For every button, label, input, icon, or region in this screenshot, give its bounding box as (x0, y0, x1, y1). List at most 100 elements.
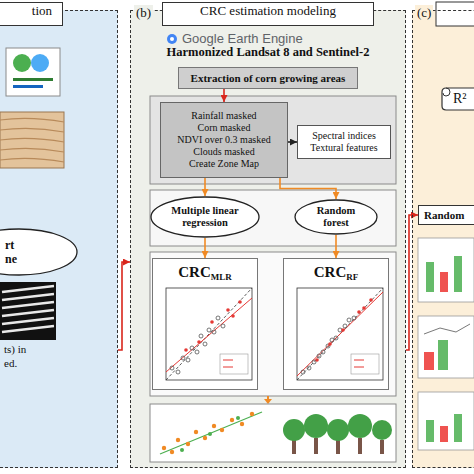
flow-connector (288, 141, 297, 143)
graphic-part (203, 342, 207, 346)
grouping-boxes (150, 96, 396, 396)
scatter-plot (166, 288, 252, 380)
graphic-part (166, 288, 252, 380)
graphic-part (220, 354, 248, 374)
note-text: ed. (4, 357, 17, 370)
graphic-part (334, 336, 338, 340)
graphic-part (197, 340, 201, 344)
graphic-part (162, 446, 166, 450)
graphic-part (341, 328, 345, 332)
graphic-part (186, 358, 190, 362)
logo-icon (6, 48, 60, 96)
panel-heading: CRC estimation modeling (162, 2, 374, 26)
graphic-part (152, 258, 258, 390)
graphic-part (304, 414, 328, 438)
graphic-part (31, 54, 49, 72)
graphic-part (426, 420, 434, 442)
graphic-part (315, 298, 373, 362)
box-label: Corn masked (197, 122, 250, 134)
box-label: R² (453, 90, 467, 107)
plot-subscript: RF (346, 272, 358, 283)
graphic-part (327, 419, 349, 441)
plot-panel: CRCRF (283, 258, 389, 390)
graphic-part (454, 256, 462, 292)
graphic-part (2, 286, 54, 332)
model-illustration (150, 404, 396, 462)
graphic-part (190, 346, 194, 350)
graphic-part (184, 300, 242, 352)
graphic-part (283, 414, 392, 441)
graphic-part (180, 448, 184, 452)
panel-letter: (c) (415, 5, 433, 21)
graphic-part (208, 432, 212, 436)
graphic-part (0, 118, 64, 162)
graphic-part (194, 430, 198, 434)
panel-region: (c)R²Random (412, 10, 474, 468)
box-label: Create Zone Map (189, 158, 259, 170)
graphic-part (150, 190, 396, 246)
graphic-part (380, 440, 384, 454)
graphic-part (418, 316, 474, 378)
graphic-part (216, 316, 220, 320)
graphic-part (150, 252, 396, 396)
box-label: Spectral indices Textural features (304, 130, 384, 154)
box-label: Clouds masked (193, 146, 254, 158)
graphic-part (436, 2, 474, 26)
graphic-part (170, 37, 174, 41)
box-label: Extraction of corn growing areas (191, 71, 346, 85)
google-mark (167, 34, 177, 44)
graphic-part (351, 354, 379, 374)
graphic-part (412, 10, 474, 468)
plot-title: CRC (178, 263, 211, 281)
scatter-plot (297, 288, 383, 380)
graphic-part (426, 262, 434, 292)
graphic-part (307, 366, 311, 370)
method-ellipse: rt ne (0, 228, 78, 276)
box-label: Rainfall masked (191, 110, 256, 122)
graphic-part (13, 54, 31, 72)
graphic-part (203, 436, 207, 440)
graphic-part (314, 438, 318, 454)
graphic-part (240, 422, 244, 426)
graphic-part (166, 288, 252, 380)
graphic-part (176, 438, 180, 442)
graphic-part (301, 370, 305, 374)
plot-subscript: MLR (211, 272, 232, 283)
graphic-part (236, 416, 240, 420)
graphic-part (181, 356, 185, 360)
graphic-part (212, 424, 216, 428)
graphic-part (0, 112, 64, 168)
graphic-part (195, 350, 199, 354)
graphic-part (297, 288, 383, 380)
scroll-curl (443, 88, 450, 96)
graphic-part (231, 314, 235, 318)
graphic-part (336, 440, 340, 454)
ellipse-shape (0, 229, 77, 275)
flow-connector (204, 178, 206, 196)
graphic-part (438, 340, 448, 370)
graphic-part (230, 418, 234, 422)
plot-title: CRC (314, 263, 347, 281)
result-charts (418, 238, 474, 450)
graphic-part (369, 298, 373, 302)
graphic-part (162, 412, 254, 454)
graphic-part (130, 10, 406, 468)
graphic-part (150, 404, 396, 462)
box-label: Random forest (310, 205, 362, 229)
box-label: NDVI over 0.3 masked (177, 134, 270, 146)
graphic-part (354, 360, 364, 367)
graphic-part (186, 442, 190, 446)
graphic-part (13, 85, 43, 88)
feature-box: Spectral indices Textural features (297, 125, 391, 159)
graphic-part (180, 416, 240, 452)
graphic-part (424, 352, 434, 370)
panel-region: tionrt ne (0, 10, 118, 468)
process-box: Random (418, 205, 474, 225)
graphic-part (348, 414, 372, 438)
graphic-part (440, 272, 448, 292)
process-box: Extraction of corn growing areas (178, 67, 358, 89)
graphic-part (210, 320, 214, 324)
graphic-part (264, 399, 272, 404)
